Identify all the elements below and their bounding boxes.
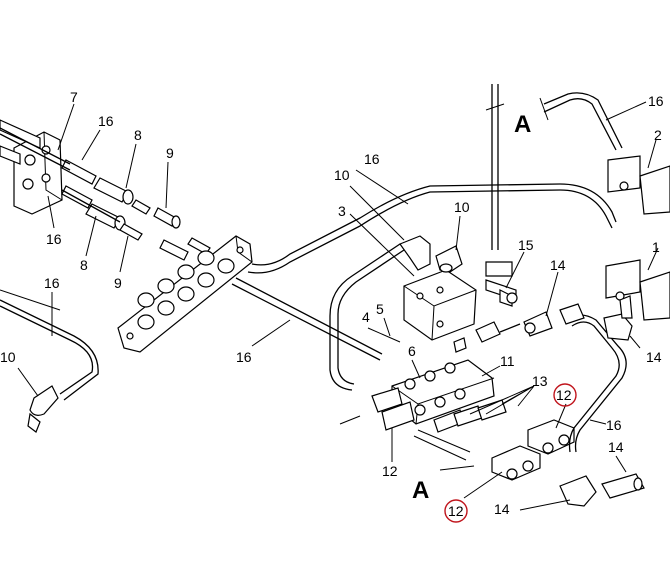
callout-12: 12	[382, 463, 398, 479]
manifold-block-center	[117, 235, 253, 353]
elbow-14-bottom	[559, 473, 645, 507]
callout-7: 7	[70, 89, 78, 105]
elbow-14-right	[603, 295, 633, 341]
callout-11: 11	[500, 353, 515, 369]
tube-long-16	[247, 183, 617, 391]
callout-2: 2	[654, 127, 662, 143]
callout-8: 8	[134, 127, 142, 143]
callout-labels: 7 16 8 9 16 8 9 16 10 16 16 10 3 10 15 1…	[0, 89, 664, 519]
section-label-a-bottom: A	[412, 477, 429, 504]
tube-top-right	[539, 92, 623, 151]
callout-6: 6	[408, 343, 416, 359]
callout-14: 14	[494, 501, 510, 517]
callout-16: 16	[606, 417, 622, 433]
distribution-manifold	[371, 359, 495, 431]
vertical-tube	[485, 84, 513, 277]
callout-14: 14	[646, 349, 662, 365]
callout-16: 16	[236, 349, 252, 365]
highlight-circle-12-top	[553, 383, 577, 407]
fittings-upper-row	[61, 159, 211, 261]
highlight-circles	[444, 383, 577, 523]
elbow-fittings-10	[399, 235, 463, 273]
callout-9: 9	[166, 145, 174, 161]
callout-16: 16	[364, 151, 380, 167]
callout-15: 15	[518, 237, 534, 253]
tube-curve-16-right	[559, 303, 627, 453]
callout-16: 16	[44, 275, 60, 291]
leader-lines	[17, 101, 659, 511]
callout-14: 14	[608, 439, 624, 455]
callout-9: 9	[114, 275, 122, 291]
callout-4: 4	[362, 309, 370, 325]
callout-5: 5	[376, 301, 384, 317]
callout-16: 16	[98, 113, 114, 129]
callout-10: 10	[0, 349, 16, 365]
manifold-plate-left	[0, 119, 63, 215]
callout-12: 12	[448, 503, 464, 519]
callout-16: 16	[648, 93, 664, 109]
callout-13: 13	[532, 373, 548, 389]
callout-10: 10	[334, 167, 350, 183]
tubes-left	[0, 127, 383, 433]
callout-16: 16	[46, 231, 62, 247]
callout-12: 12	[556, 387, 572, 403]
callout-10: 10	[454, 199, 470, 215]
elbow-14-center	[499, 311, 553, 337]
callout-1: 1	[652, 239, 660, 255]
callout-8: 8	[80, 257, 88, 273]
tee-fitting-15	[485, 279, 518, 307]
callout-3: 3	[338, 203, 346, 219]
callout-14: 14	[550, 257, 566, 273]
valve-1	[605, 259, 670, 321]
valve-2	[607, 155, 670, 215]
y-fittings-12	[491, 419, 575, 481]
highlight-circle-12-bottom	[444, 499, 468, 523]
valve-block-3	[403, 269, 501, 353]
section-label-a-top: A	[514, 111, 531, 138]
